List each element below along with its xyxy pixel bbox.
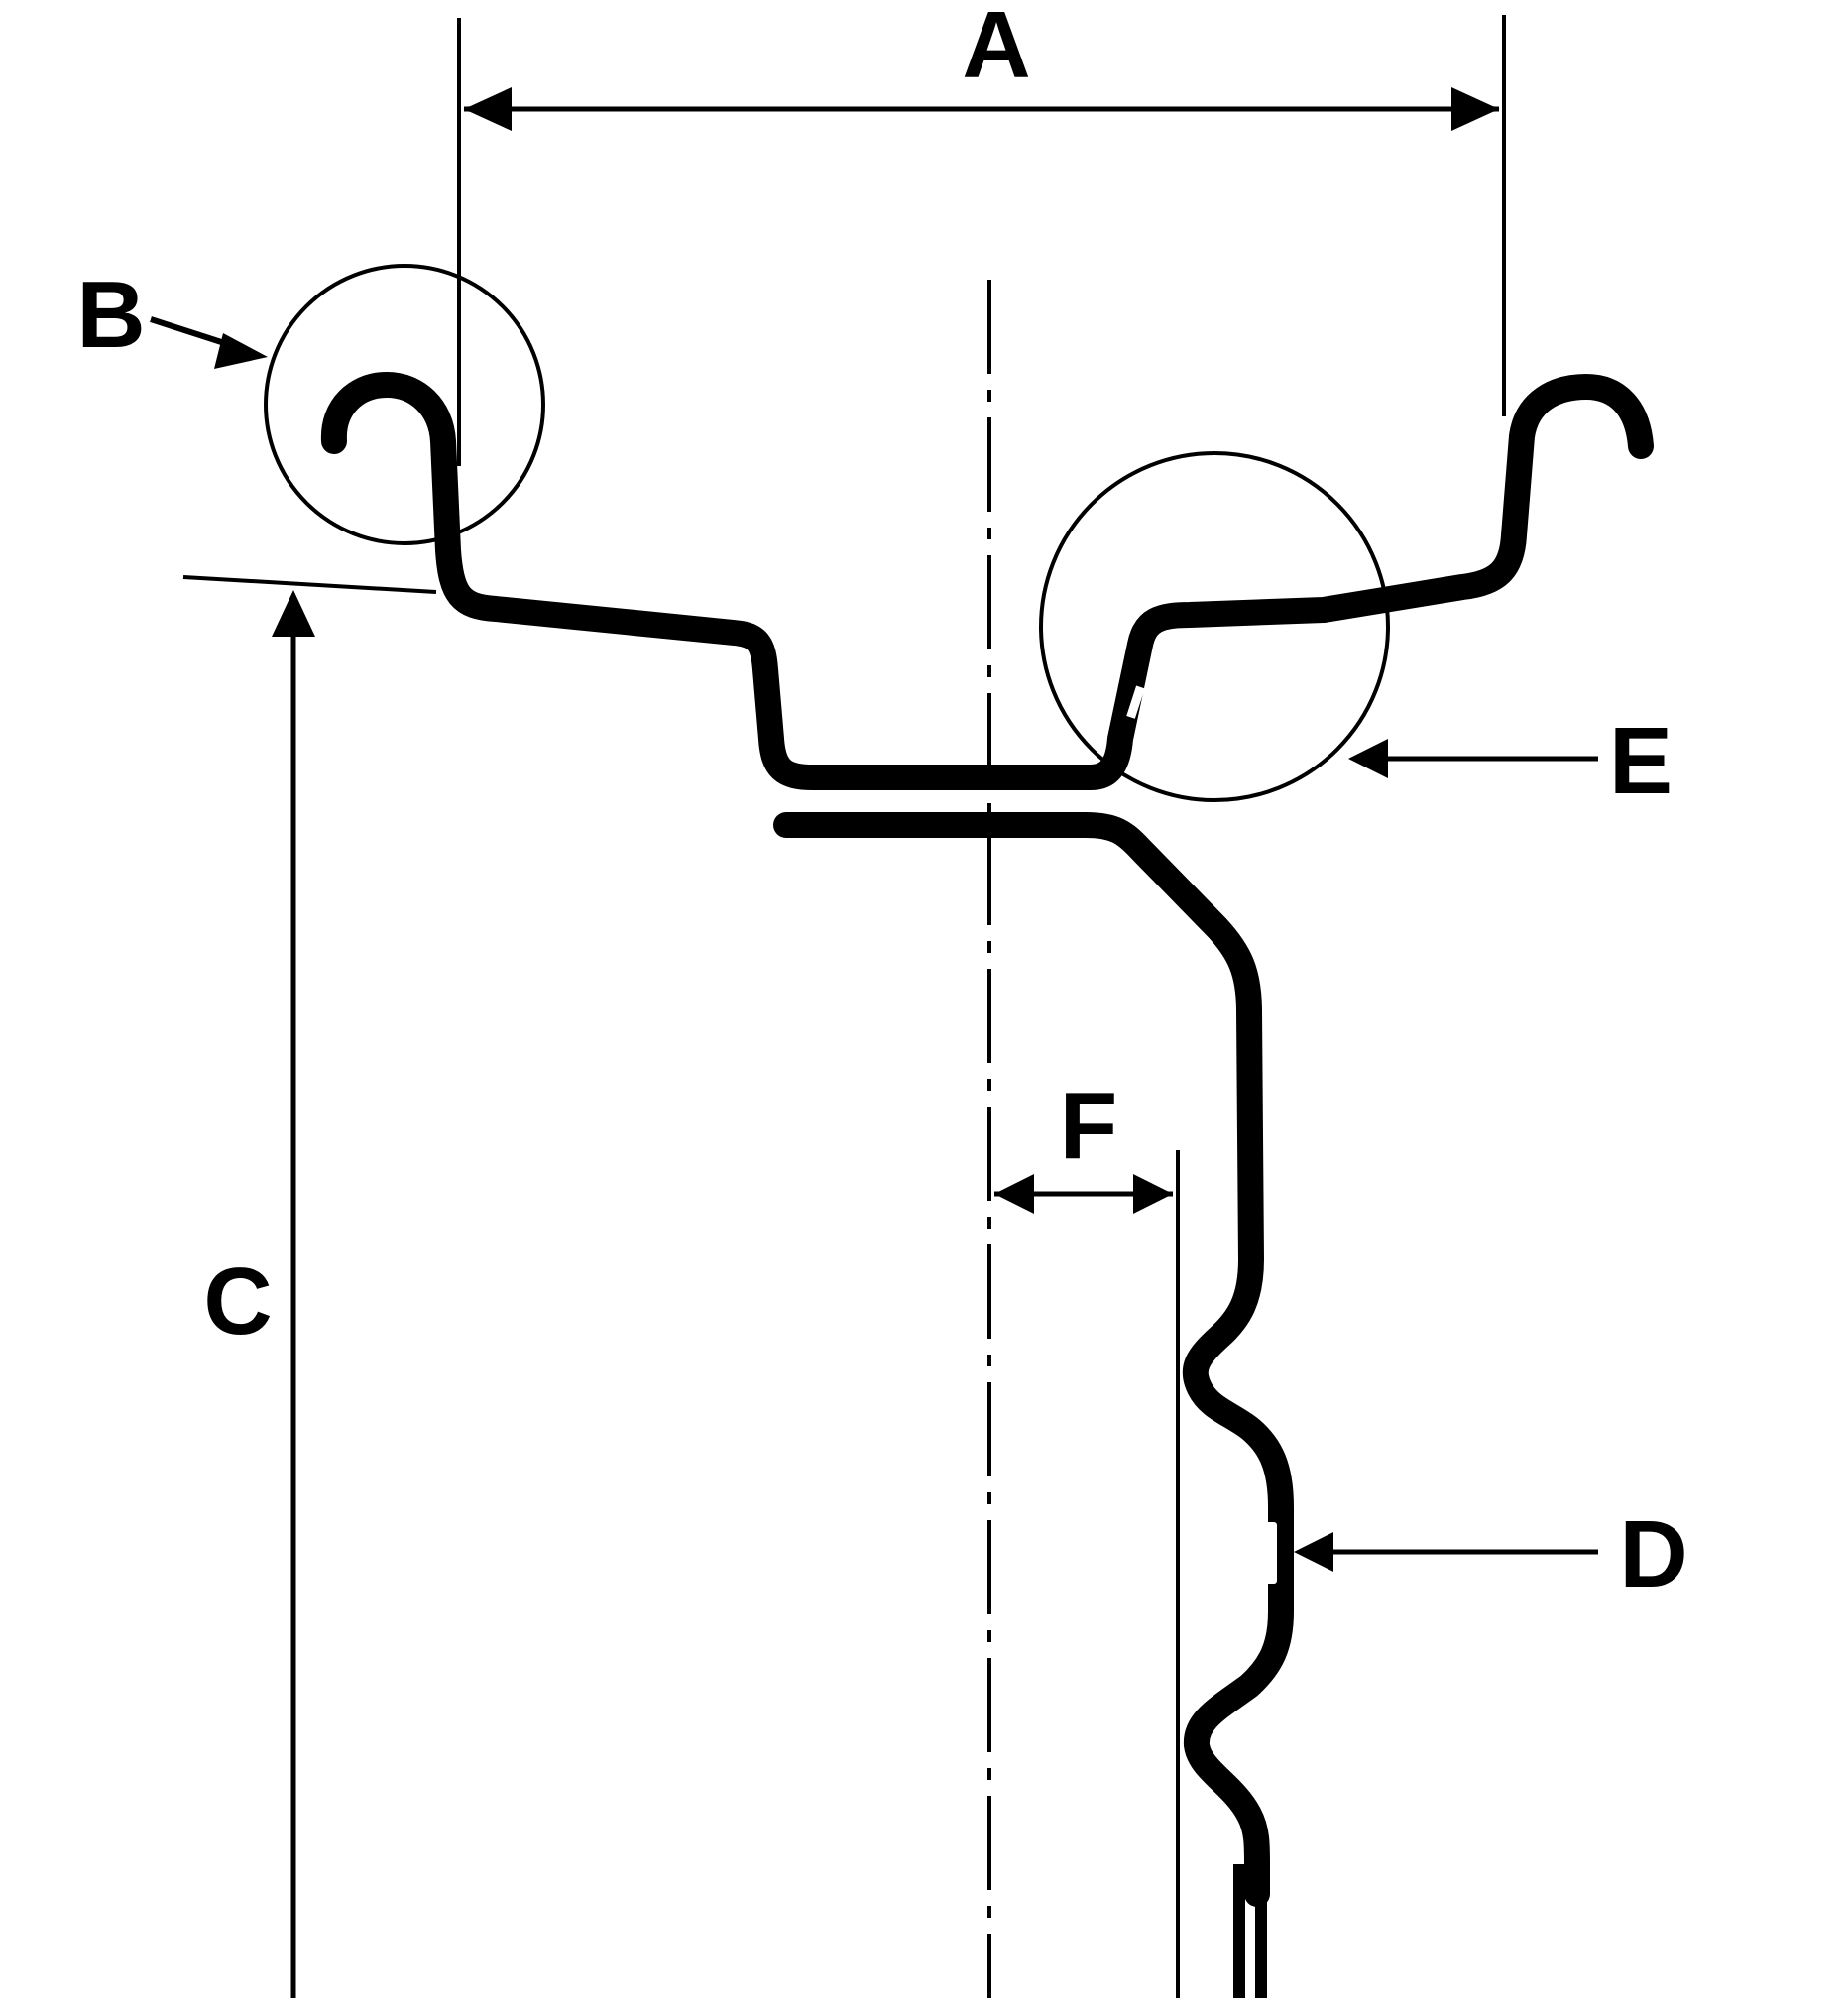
label-d: D <box>1619 1501 1687 1607</box>
label-a: A <box>962 0 1030 98</box>
leader-d-arrowhead <box>1294 1532 1333 1572</box>
leader-e-arrowhead <box>1348 739 1388 778</box>
dimension-c-arrowhead <box>272 590 315 637</box>
rim-valve-hole <box>1126 685 1145 719</box>
dimension-a-left-arrowhead <box>464 87 512 131</box>
label-c: C <box>203 1248 272 1355</box>
disc-end-cap <box>786 812 802 838</box>
detail-circle-e <box>1039 451 1390 802</box>
label-f: F <box>1060 1073 1118 1179</box>
dimension-c-reference-line <box>182 575 437 594</box>
detail-circle-b <box>264 264 545 545</box>
label-b: B <box>76 262 145 368</box>
label-e: E <box>1609 708 1673 814</box>
dimension-a-right-arrowhead <box>1451 87 1499 131</box>
dimension-f-right-arrowhead <box>1133 1174 1173 1214</box>
wheel-disc-profile <box>773 812 1294 1907</box>
disc-hole <box>1261 1522 1277 1584</box>
rim-profile <box>320 372 1654 790</box>
dimension-f-left-arrowhead <box>994 1174 1034 1214</box>
leader-b-arrowhead <box>214 333 268 369</box>
